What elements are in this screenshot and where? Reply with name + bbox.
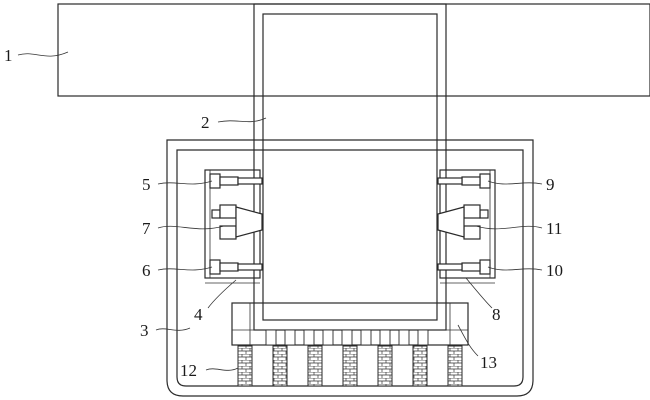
outer-base-box <box>166 139 534 397</box>
leader-2 <box>217 117 267 123</box>
label-13: 13 <box>480 353 497 372</box>
left-upper-rod <box>209 173 263 189</box>
label-7: 7 <box>142 219 151 238</box>
slat-6 <box>360 329 372 346</box>
foot-1 <box>237 345 253 387</box>
label-11: 11 <box>546 219 562 238</box>
label-5: 5 <box>142 175 151 194</box>
label-8: 8 <box>492 305 501 324</box>
feet-group <box>237 345 463 387</box>
foot-2 <box>272 345 288 387</box>
top-slab <box>57 3 650 97</box>
leader-6 <box>157 266 213 271</box>
foot-3 <box>307 345 323 387</box>
label-6: 6 <box>142 261 151 280</box>
label-4: 4 <box>194 305 203 324</box>
label-2: 2 <box>201 113 210 132</box>
slat-1 <box>265 329 277 346</box>
label-12: 12 <box>180 361 197 380</box>
foot-6 <box>412 345 428 387</box>
leader-12 <box>205 367 239 371</box>
slat-7 <box>379 329 391 346</box>
right-middle-jaw <box>437 204 489 240</box>
slat-9 <box>417 329 429 346</box>
leader-9 <box>487 180 543 185</box>
central-column <box>253 3 447 331</box>
label-9: 9 <box>546 175 555 194</box>
leader-1 <box>17 51 69 57</box>
label-3: 3 <box>140 321 149 340</box>
label-1: 1 <box>4 46 13 65</box>
leader-10 <box>487 266 543 271</box>
leader-lines <box>17 51 543 371</box>
left-middle-jaw <box>211 204 263 240</box>
foot-4 <box>342 345 358 387</box>
slat-5 <box>341 329 353 346</box>
slat-2 <box>284 329 296 346</box>
right-upper-rod <box>437 173 491 189</box>
foot-5 <box>377 345 393 387</box>
right-lower-rod <box>437 259 491 275</box>
column-base-slats <box>265 329 429 346</box>
leader-11 <box>475 225 543 230</box>
left-lower-rod <box>209 259 263 275</box>
foot-7 <box>447 345 463 387</box>
slat-8 <box>398 329 410 346</box>
slat-3 <box>303 329 315 346</box>
label-10: 10 <box>546 261 563 280</box>
leader-13 <box>457 324 479 357</box>
leader-4 <box>207 279 237 309</box>
leader-5 <box>157 180 213 185</box>
leader-8 <box>465 277 493 309</box>
leader-7 <box>157 225 225 230</box>
leader-3 <box>155 327 191 331</box>
slat-4 <box>322 329 334 346</box>
reference-labels: 1 2 3 4 5 6 7 8 9 10 11 12 13 <box>4 46 563 380</box>
